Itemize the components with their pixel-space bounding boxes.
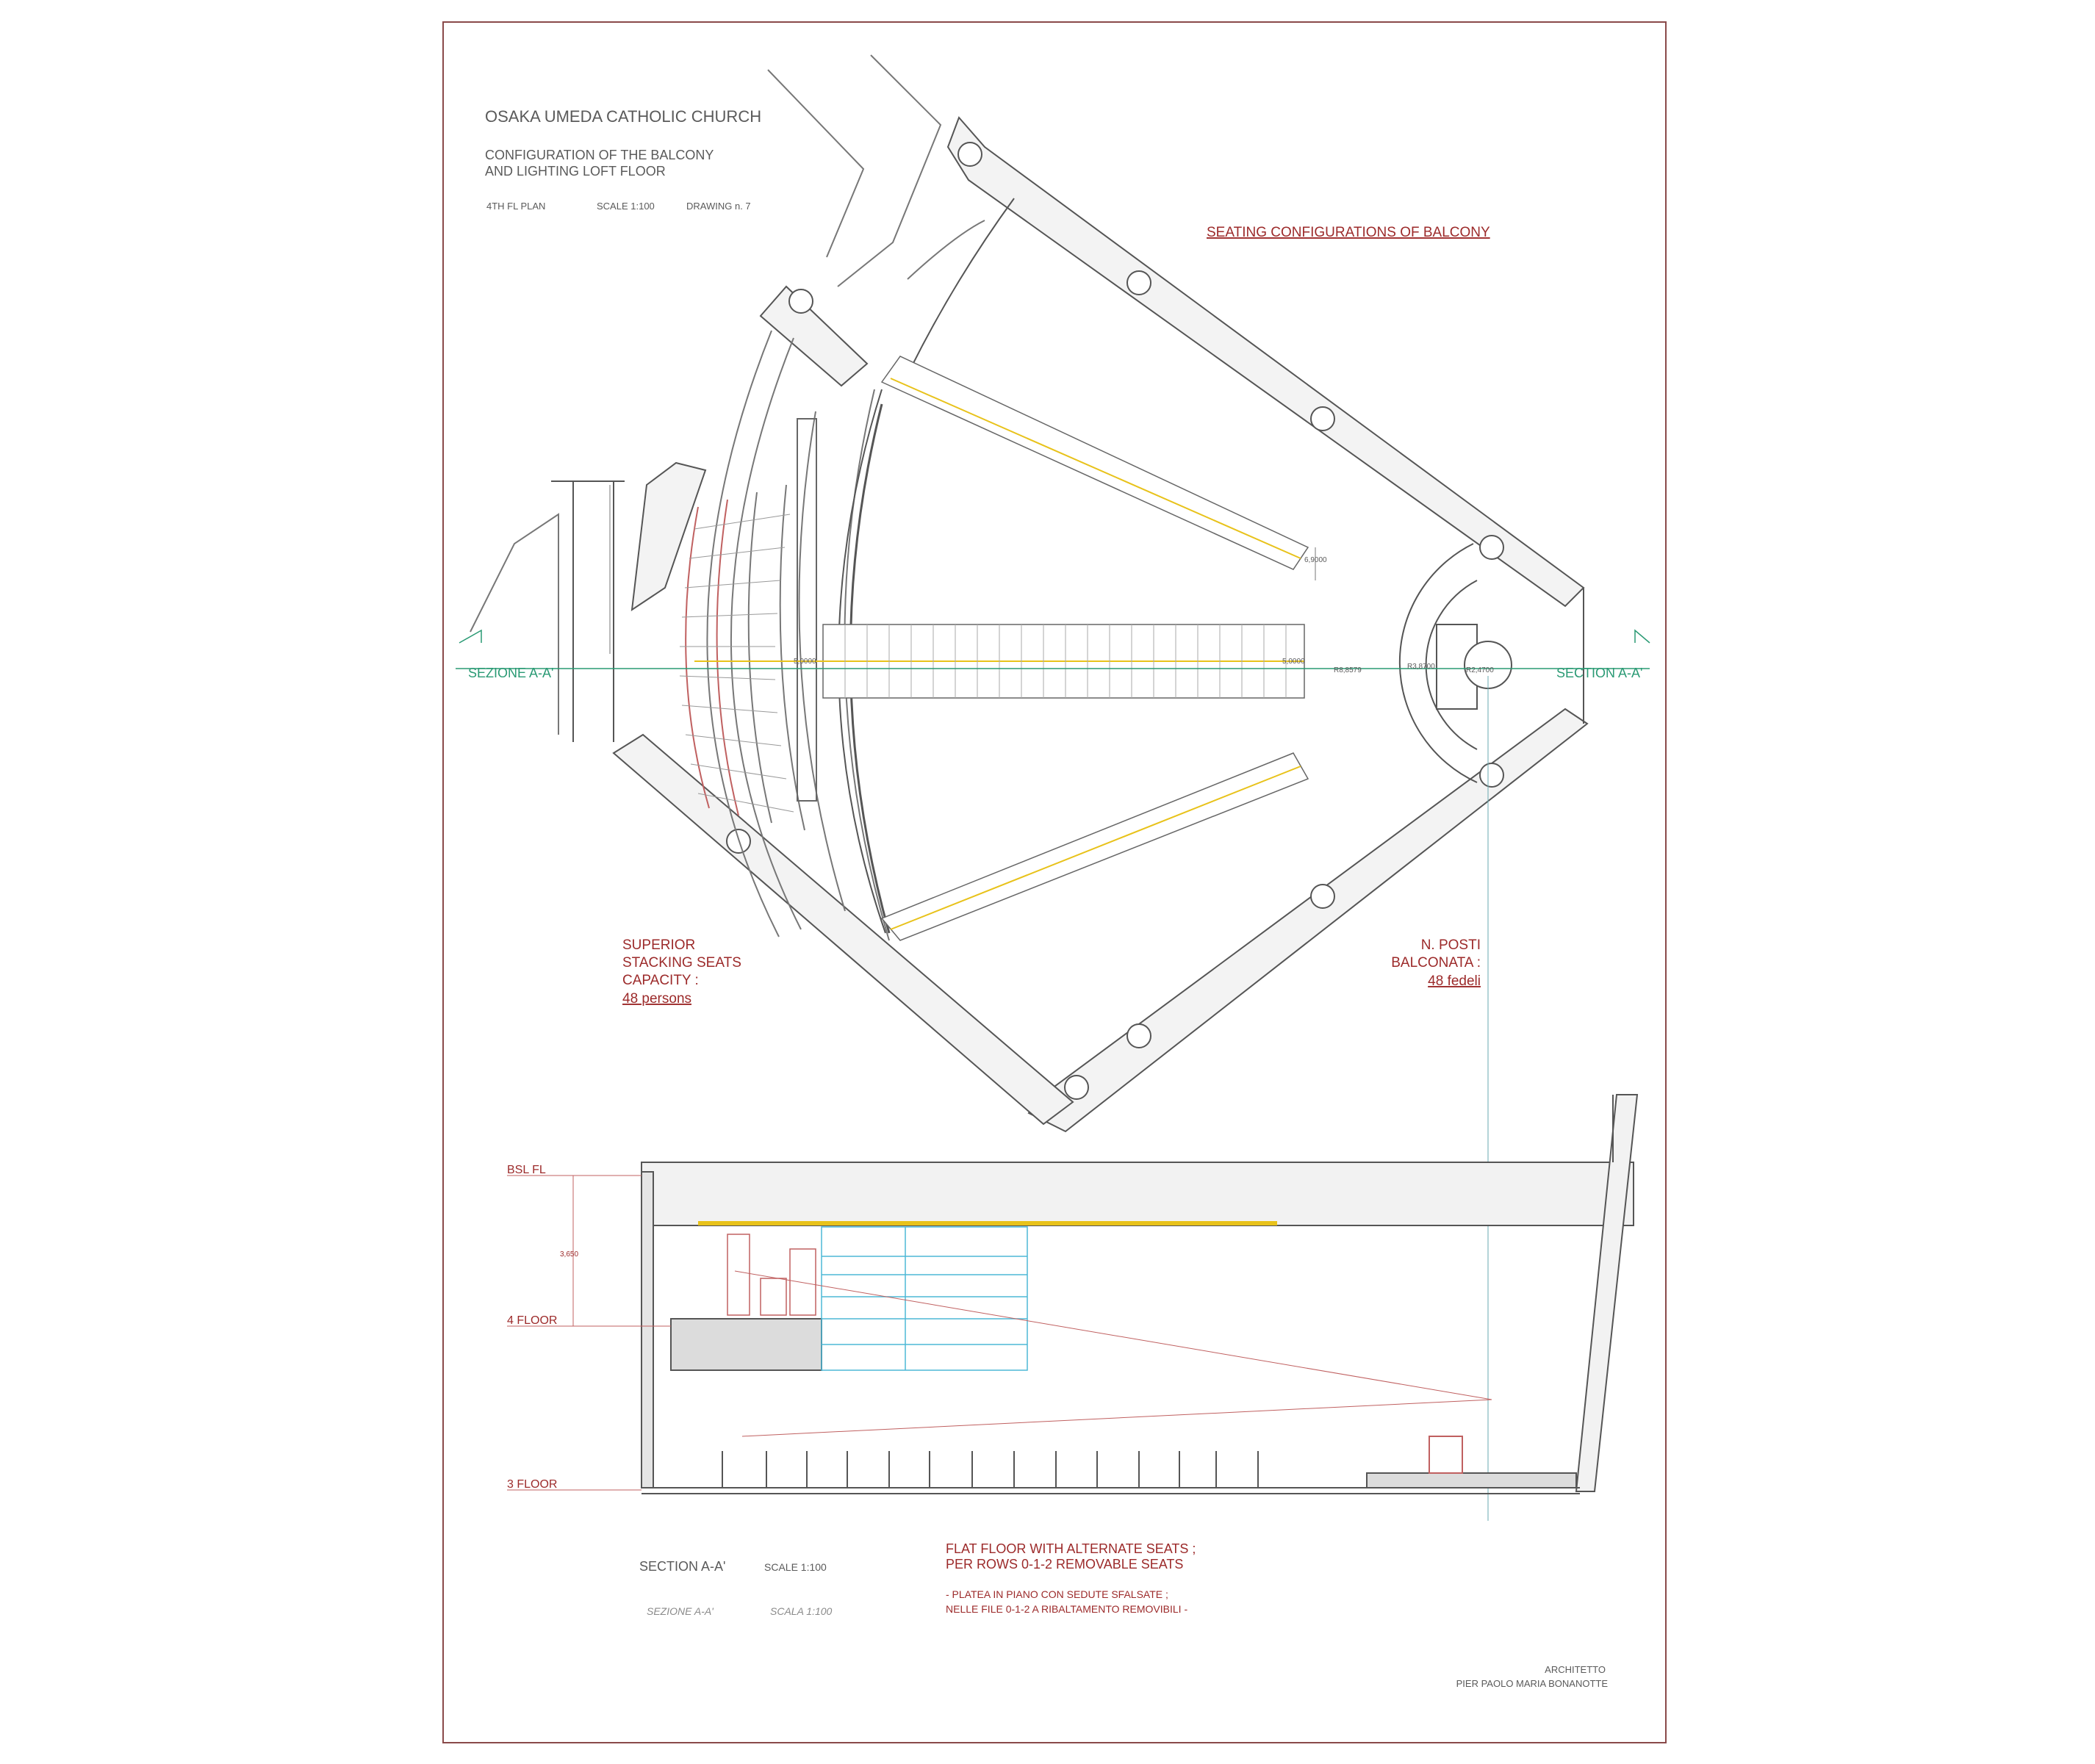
- column-2: [1126, 270, 1151, 295]
- bank-divisions: [844, 624, 1287, 698]
- balcony-seating: [679, 220, 985, 941]
- bank-upper: [880, 356, 1309, 570]
- wall-left: [630, 461, 707, 612]
- wall-upper: [946, 116, 1585, 608]
- level-4-label: 4 FLOOR: [507, 1314, 557, 1327]
- dim-r2: R3,8700: [1407, 663, 1435, 671]
- scale-label: SCALE 1:100: [597, 201, 655, 212]
- wall-left-lower: [612, 733, 1074, 1126]
- platform-arc-upper: [910, 198, 1015, 368]
- floor-chairs: [722, 1451, 1259, 1488]
- arc-3: [747, 492, 772, 824]
- arc-red-2: [716, 499, 739, 816]
- roof-slab: [641, 1162, 1634, 1226]
- floor-plan: [456, 54, 1650, 1521]
- note-en-line2: PER ROWS 0-1-2 REMOVABLE SEATS: [946, 1557, 1183, 1572]
- apse-outer: [1398, 543, 1478, 783]
- bank-upper-yellow: [890, 378, 1301, 559]
- height-dim-label: 3,650: [560, 1250, 578, 1259]
- balcony-rack: [821, 1226, 1028, 1371]
- altar-table: [1429, 1436, 1463, 1474]
- column-5: [1479, 763, 1504, 788]
- arc-5: [798, 411, 846, 912]
- balcony-seats: [727, 1234, 816, 1316]
- section-caption-en: SECTION A-A': [639, 1559, 725, 1574]
- section-caption-it: SEZIONE A-A': [647, 1605, 714, 1617]
- bank-lower-yellow: [890, 766, 1301, 930]
- section-label-right: SECTION A-A': [1556, 666, 1642, 680]
- capacity-en-line1: SUPERIOR: [622, 937, 695, 953]
- column-10: [788, 289, 813, 314]
- seat-ticks: [679, 514, 794, 813]
- sheet-frame: [442, 21, 1667, 1743]
- bank-lower: [880, 752, 1309, 941]
- section-view: [507, 1094, 1639, 1494]
- plan-label: 4TH FL PLAN: [486, 201, 545, 212]
- arc-4: [779, 484, 805, 831]
- dim-d3: 5,0000: [1282, 658, 1305, 666]
- column-7: [1126, 1023, 1151, 1048]
- capacity-en-line2: STACKING SEATS: [622, 955, 741, 971]
- column-1: [957, 142, 982, 167]
- subtitle-line-2: AND LIGHTING LOFT FLOOR: [485, 164, 666, 179]
- wall-left-upper: [759, 285, 869, 387]
- arc-red-1: [685, 506, 710, 809]
- seat-banks: [694, 356, 1309, 941]
- note-it-line1: - PLATEA IN PIANO CON SEDUTE SFALSATE ;: [946, 1588, 1168, 1600]
- column-4: [1479, 535, 1504, 560]
- exterior-walls: [470, 54, 1589, 1133]
- drawing-number: DRAWING n. 7: [686, 201, 751, 212]
- dim-d1: 6,9000: [1304, 556, 1327, 564]
- architect-role: ARCHITETTO: [1545, 1664, 1606, 1675]
- arc-2: [730, 337, 802, 930]
- section-arrow-right: [1634, 629, 1650, 644]
- dim-r3: R2,4700: [1466, 666, 1494, 674]
- section-caption-en-scale: SCALE 1:100: [764, 1561, 827, 1573]
- column-8: [1064, 1075, 1089, 1100]
- columns: [726, 142, 1504, 1100]
- note-it-line2: NELLE FILE 0-1-2 A RIBALTAMENTO REMOVIBI…: [946, 1603, 1187, 1615]
- apse: [1398, 543, 1584, 783]
- altar-steps: [1366, 1472, 1577, 1488]
- subtitle-line-1: CONFIGURATION OF THE BALCONY: [485, 148, 714, 162]
- corridor-2: [767, 69, 865, 258]
- balcony-slab: [670, 1318, 822, 1371]
- seating-heading: SEATING CONFIGURATIONS OF BALCONY: [1207, 225, 1490, 240]
- note-en-line1: FLAT FLOOR WITH ALTERNATE SEATS ;: [946, 1541, 1196, 1556]
- section-arrow-left: [459, 629, 482, 644]
- stair-lines: [470, 513, 559, 735]
- dim-d2: 5,0000: [794, 658, 816, 666]
- sight-line-1: [734, 1270, 1492, 1400]
- capacity-en-value: 48 persons: [622, 991, 691, 1007]
- left-wall: [641, 1171, 654, 1488]
- church-name: OSAKA UMEDA CATHOLIC CHURCH: [485, 107, 761, 126]
- capacity-en-line3: CAPACITY :: [622, 973, 699, 988]
- right-wall: [1575, 1094, 1639, 1492]
- arc-top: [907, 220, 985, 280]
- capacity-it-line2: BALCONATA :: [1391, 955, 1481, 971]
- column-3: [1310, 406, 1335, 431]
- section-caption-it-scale: SCALA 1:100: [770, 1605, 833, 1617]
- dim-r1: R8,8579: [1334, 666, 1362, 674]
- seat-column: [797, 418, 817, 802]
- sight-line-2: [741, 1399, 1492, 1437]
- corridor: [837, 54, 942, 287]
- level-3-label: 3 FLOOR: [507, 1478, 557, 1491]
- column-6: [1310, 884, 1335, 909]
- section-label-left: SEZIONE A-A': [468, 666, 553, 680]
- apse-inner: [1425, 580, 1478, 750]
- arc-1: [706, 330, 780, 937]
- level-bsl-label: BSL FL: [507, 1164, 546, 1176]
- capacity-it-value: 48 fedeli: [1428, 973, 1481, 989]
- architect-name: PIER PAOLO MARIA BONANOTTE: [1456, 1678, 1609, 1689]
- capacity-it-line1: N. POSTI: [1421, 937, 1481, 953]
